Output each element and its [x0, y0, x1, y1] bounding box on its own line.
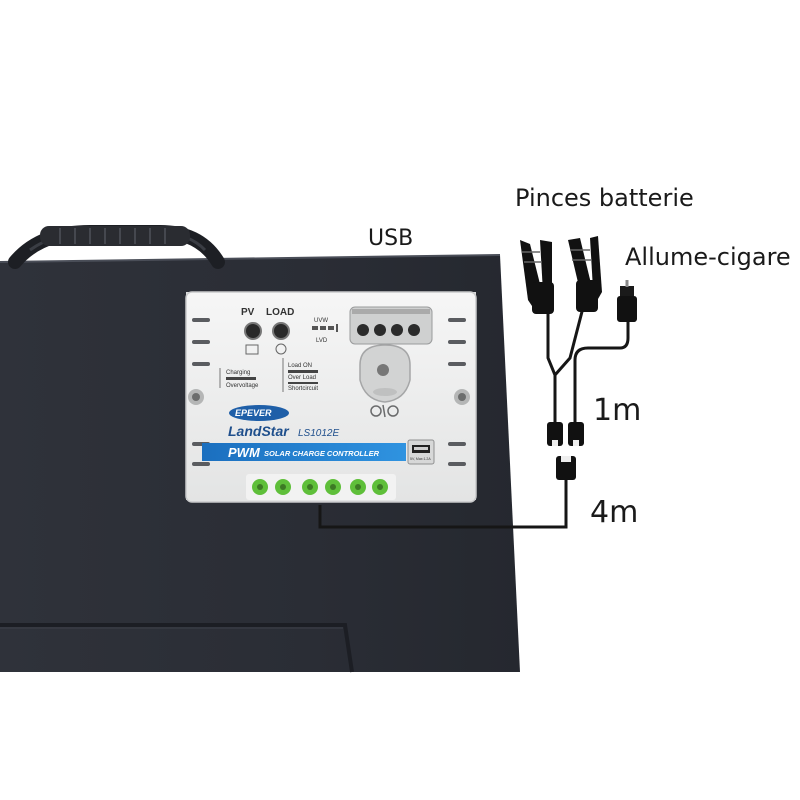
cable-length-1m: 1m — [593, 393, 642, 428]
model-number: LS1012E — [298, 428, 339, 439]
pwm-label: PWM — [228, 445, 261, 460]
battery-level-indicator: UVW LVD — [312, 318, 338, 344]
load-on-label: Load ON — [288, 363, 312, 369]
carry-handle — [8, 225, 225, 269]
usb-spec-label: 5V, Max:1.2A — [410, 457, 431, 461]
load-led-icon — [272, 322, 290, 340]
product-type-label: SOLAR CHARGE CONTROLLER — [264, 449, 380, 458]
cigarette-lighter-callout: Allume-cigare — [625, 243, 791, 271]
battery-clips-callout: Pinces batterie — [515, 184, 694, 212]
short-circuit-label: Shortcircuit — [288, 386, 318, 392]
cables — [318, 299, 630, 529]
brand-label: EPEVER — [235, 408, 272, 418]
pv-status-legend: Charging Overvoltage — [219, 368, 259, 389]
brand-logo: EPEVER — [229, 405, 289, 421]
cigarette-lighter-plug-icon — [617, 280, 637, 322]
pv-label: PV — [241, 307, 255, 318]
pv-led-icon — [244, 322, 262, 340]
terminal-block — [246, 474, 396, 500]
charge-controller: PV LOAD Charging Overvoltage Load ON Ove… — [185, 291, 477, 503]
overvoltage-label: Overvoltage — [226, 383, 259, 389]
cable-length-4m: 4m — [590, 495, 639, 530]
lvd-label: LVD — [316, 338, 328, 344]
load-status-legend: Load ON Over Load Shortcircuit — [282, 358, 318, 392]
product-banner — [202, 443, 406, 461]
cable-connectors — [547, 422, 584, 480]
charging-label: Charging — [226, 370, 250, 376]
power-icon — [370, 404, 399, 418]
usb-port[interactable]: 5V, Max:1.2A — [407, 439, 435, 465]
battery-clips-icon — [520, 236, 602, 314]
model-name: LandStar — [228, 423, 290, 439]
uvw-label: UVW — [314, 318, 328, 324]
solar-panel-icon — [245, 344, 259, 355]
usb-callout: USB — [368, 226, 414, 251]
load-label: LOAD — [266, 307, 294, 318]
battery-led-panel — [349, 306, 433, 345]
mode-button[interactable] — [359, 344, 411, 403]
bulb-icon — [275, 343, 287, 355]
over-load-label: Over Load — [288, 375, 316, 381]
